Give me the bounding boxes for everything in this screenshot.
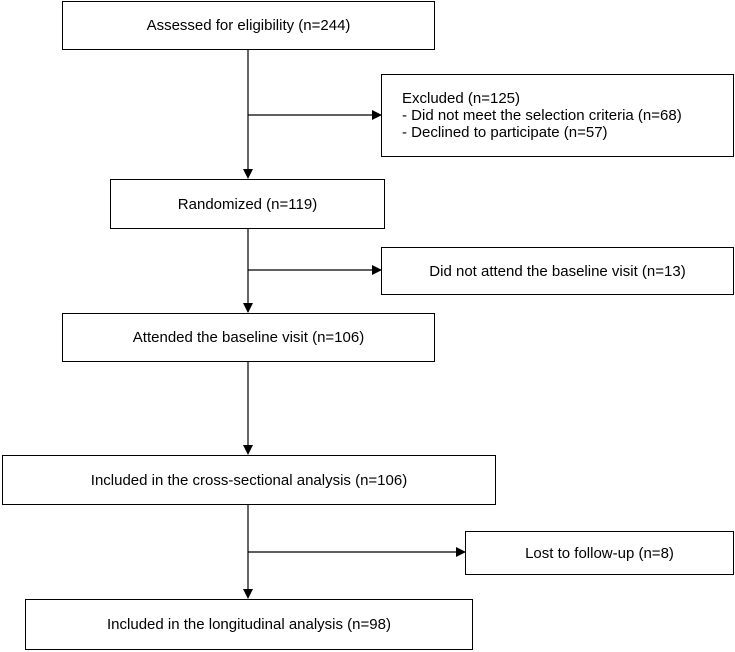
assessed-box: Assessed for eligibility (n=244) <box>62 1 435 50</box>
randomized-box: Randomized (n=119) <box>110 179 385 229</box>
baseline-label: Attended the baseline visit (n=106) <box>132 329 365 346</box>
excluded-reason-declined: - Declined to participate (n=57) <box>402 124 608 141</box>
longitudinal-box: Included in the longitudinal analysis (n… <box>25 599 473 650</box>
randomized-label: Randomized (n=119) <box>177 195 318 213</box>
no-baseline-label: Did not attend the baseline visit (n=13) <box>429 262 686 280</box>
assessed-label: Assessed for eligibility (n=244) <box>146 17 351 34</box>
excluded-box: Excluded (n=125) - Did not meet the sele… <box>381 74 734 157</box>
excluded-reason-selection: - Did not meet the selection criteria (n… <box>402 107 682 124</box>
lost-followup-box: Lost to follow-up (n=8) <box>465 531 734 575</box>
cross-sectional-label: Included in the cross-sectional analysis… <box>90 471 408 489</box>
baseline-box: Attended the baseline visit (n=106) <box>62 313 435 362</box>
excluded-title: Excluded (n=125) <box>402 90 520 107</box>
cross-sectional-box: Included in the cross-sectional analysis… <box>2 455 496 505</box>
longitudinal-label: Included in the longitudinal analysis (n… <box>107 616 391 633</box>
lost-followup-label: Lost to follow-up (n=8) <box>525 544 674 562</box>
no-baseline-box: Did not attend the baseline visit (n=13) <box>381 247 734 295</box>
